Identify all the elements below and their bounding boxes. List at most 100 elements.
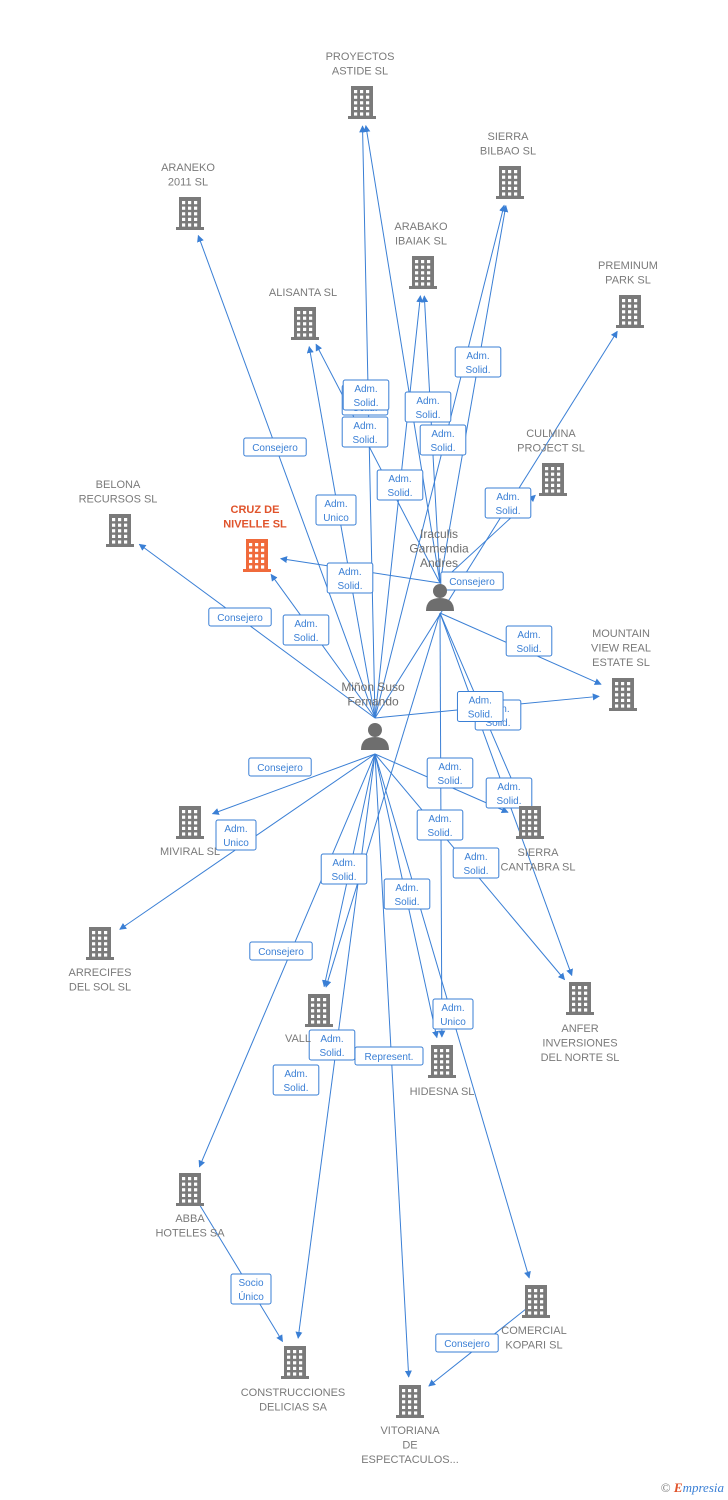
company-label-sierra_bilbao: SIERRA: [488, 131, 530, 143]
role-badge[interactable]: Adm.Solid.: [272, 1064, 320, 1096]
person-label-minon: Fernando: [347, 695, 399, 709]
company-label-construcciones: CONSTRUCCIONES: [241, 1387, 346, 1399]
company-label-cruz: CRUZ DE: [231, 504, 280, 516]
role-badge[interactable]: Adm.Unico: [215, 819, 257, 851]
role-badge[interactable]: Adm.Solid.: [383, 878, 431, 910]
edge-minon-miviral: [211, 753, 376, 815]
role-badge-text: Solid.: [415, 410, 440, 421]
company-label-sierra_cantabra: SIERRA: [518, 847, 560, 859]
company-icon-vall[interactable]: [305, 994, 333, 1027]
company-label-proyectos: PROYECTOS: [326, 51, 395, 63]
role-badge[interactable]: Consejero: [249, 941, 313, 961]
company-icon-anfer[interactable]: [566, 982, 594, 1015]
role-badge[interactable]: Adm.Solid.: [484, 487, 532, 519]
role-badge[interactable]: Adm.Solid.: [419, 424, 467, 456]
person-icon-minon[interactable]: [361, 723, 389, 750]
role-badge-text: Consejero: [252, 443, 298, 454]
role-badge-text: Adm.: [431, 429, 454, 440]
role-badge[interactable]: Adm.Solid.: [456, 690, 504, 722]
role-badge-text: Solid.: [387, 488, 412, 499]
role-badge[interactable]: Adm.Solid.: [308, 1029, 356, 1061]
role-badge[interactable]: Adm. Solid.: [341, 416, 389, 448]
company-icon-alisanta[interactable]: [291, 307, 319, 340]
company-label-alisanta: ALISANTA SL: [269, 287, 337, 299]
role-badge[interactable]: Consejero: [248, 757, 312, 777]
company-icon-mountain[interactable]: [609, 678, 637, 711]
role-badge[interactable]: Adm.Solid.: [342, 379, 390, 411]
person-label-minon: Miñon Suso: [341, 680, 405, 694]
role-badge[interactable]: Consejero: [243, 437, 307, 457]
role-badge-text: Adm.: [517, 630, 540, 641]
role-badge-text: Solid.: [283, 1083, 308, 1094]
company-icon-abba[interactable]: [176, 1173, 204, 1206]
role-badge-text: Adm.: [353, 421, 376, 432]
company-icon-arrecifes[interactable]: [86, 927, 114, 960]
role-badge-text: Adm.: [438, 762, 461, 773]
company-icon-vitoriana[interactable]: [396, 1385, 424, 1418]
edge-minon-vitoriana: [374, 753, 412, 1378]
role-badge-text: Adm.: [324, 499, 347, 510]
company-label-araneko: 2011 SL: [168, 177, 208, 189]
company-icon-preminum[interactable]: [616, 295, 644, 328]
role-badge[interactable]: Adm. Unico: [315, 494, 357, 526]
role-badge[interactable]: Adm.Solid.: [376, 469, 424, 501]
role-badge-text: Unico: [440, 1017, 466, 1028]
role-badge-text: Adm.: [224, 824, 247, 835]
role-badge-text: Solid.: [352, 435, 377, 446]
role-badge[interactable]: Adm.Solid.: [282, 614, 330, 646]
company-icon-culmina[interactable]: [539, 463, 567, 496]
role-badge[interactable]: Adm.Solid.: [426, 757, 474, 789]
company-icon-sierra_cantabra[interactable]: [516, 806, 544, 839]
company-label-culmina: PROJECT SL: [517, 443, 585, 455]
role-badge[interactable]: Consejero: [435, 1333, 499, 1353]
role-badge-text: Unico: [323, 513, 349, 524]
role-badge[interactable]: Adm.Solid.: [326, 562, 374, 594]
role-badge-text: Solid.: [319, 1048, 344, 1059]
role-badge[interactable]: Adm.Unico: [432, 998, 474, 1030]
company-label-vitoriana: ESPECTACULOS...: [361, 1454, 459, 1466]
company-icon-cruz[interactable]: [243, 539, 271, 572]
edge-iraculis-proyectos: [363, 124, 441, 584]
company-icon-hidesna[interactable]: [428, 1045, 456, 1078]
role-badge[interactable]: Adm.Solid.: [452, 847, 500, 879]
role-badge[interactable]: Represent.: [354, 1046, 424, 1066]
company-icon-comercial[interactable]: [522, 1285, 550, 1318]
company-label-belona: RECURSOS SL: [79, 494, 158, 506]
company-icon-araneko[interactable]: [176, 197, 204, 230]
role-badge-text: Adm.: [332, 858, 355, 869]
role-badge-text: Solid.: [485, 718, 510, 729]
company-label-arabako: ARABAKO: [394, 221, 448, 233]
role-badge[interactable]: Adm.Solid.: [416, 809, 464, 841]
role-badge-text: Adm.: [428, 814, 451, 825]
company-icon-miviral[interactable]: [176, 806, 204, 839]
role-badge[interactable]: Consejero: [208, 607, 272, 627]
edge-minon-cruz: [270, 573, 376, 719]
role-badge[interactable]: Adm. Solid.: [505, 625, 553, 657]
edge-minon-arabako: [374, 295, 424, 719]
role-badge[interactable]: Consejero: [440, 571, 504, 591]
brand-logo: Empresia: [673, 1480, 724, 1495]
company-icon-proyectos[interactable]: [348, 86, 376, 119]
company-icon-belona[interactable]: [106, 514, 134, 547]
company-label-belona: BELONA: [96, 479, 141, 491]
company-icon-construcciones[interactable]: [281, 1346, 309, 1379]
company-label-araneko: ARANEKO: [161, 162, 215, 174]
edge-minon-sierra_bilbao: [374, 204, 506, 719]
person-label-iraculis: Andres: [420, 556, 458, 570]
role-badge[interactable]: Adm.Solid.: [320, 853, 368, 885]
edge-abba-construcciones: [189, 1188, 283, 1343]
company-label-arrecifes: DEL SOL SL: [69, 982, 131, 994]
role-badge-text: Represent.: [365, 1052, 414, 1063]
role-badge-text: Solid.: [516, 644, 541, 655]
footer-brand[interactable]: © Empresia: [661, 1480, 724, 1496]
person-icon-iraculis[interactable]: [426, 584, 454, 611]
company-icon-sierra_bilbao[interactable]: [496, 166, 524, 199]
role-badge[interactable]: Adm.Solid.: [404, 391, 452, 423]
role-badge[interactable]: Adm.Solid.: [454, 346, 502, 378]
company-label-anfer: ANFER: [561, 1023, 598, 1035]
edge-minon-preminum: [374, 330, 618, 719]
company-icon-arabako[interactable]: [409, 256, 437, 289]
role-badge[interactable]: Adm.Solid.: [485, 777, 533, 809]
